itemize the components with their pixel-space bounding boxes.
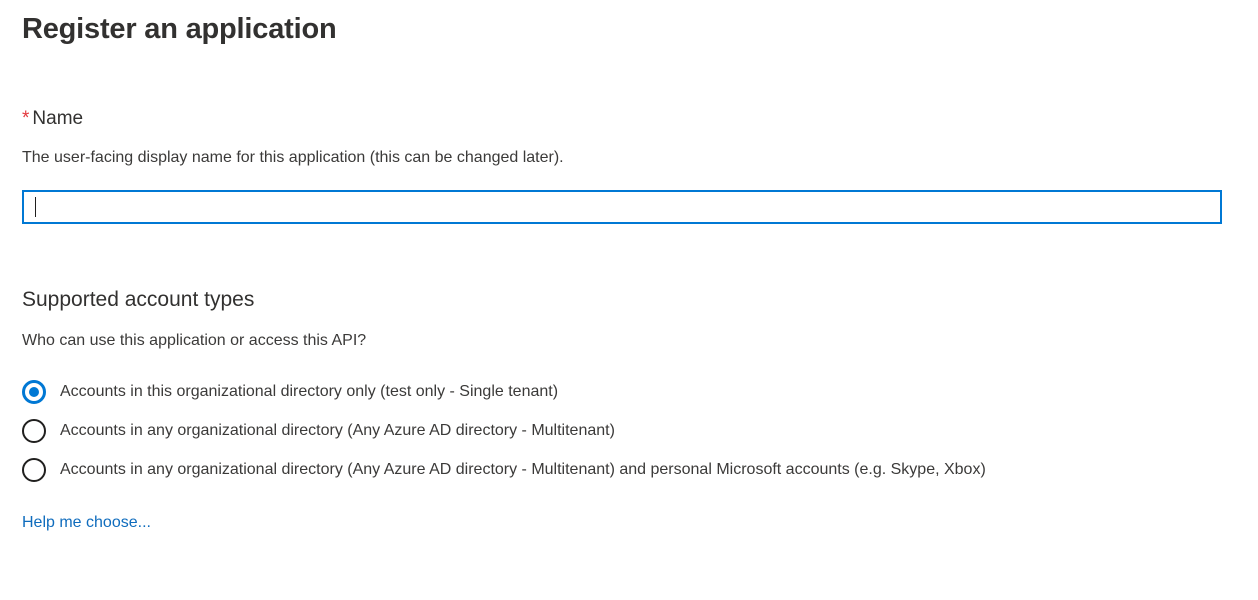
name-label-text: Name xyxy=(32,108,84,129)
required-asterisk-icon: * xyxy=(22,108,30,129)
radio-option-multitenant-and-personal[interactable]: Accounts in any organizational directory… xyxy=(22,450,1236,489)
radio-option-label: Accounts in any organizational directory… xyxy=(60,422,615,439)
name-input[interactable] xyxy=(24,192,1220,222)
name-field-label: *Name xyxy=(22,107,1236,131)
supported-account-types-subtext: Who can use this application or access t… xyxy=(22,332,367,349)
radio-unselected-icon[interactable] xyxy=(22,418,46,443)
radio-option-multitenant[interactable]: Accounts in any organizational directory… xyxy=(22,411,1236,450)
text-caret xyxy=(35,197,36,217)
page-title: Register an application xyxy=(22,13,337,45)
name-field-block: *Name The user-facing display name for t… xyxy=(22,107,1236,224)
name-input-container[interactable] xyxy=(22,190,1222,224)
radio-option-single-tenant[interactable]: Accounts in this organizational director… xyxy=(22,372,1236,411)
name-field-description: The user-facing display name for this ap… xyxy=(22,149,564,166)
radio-selected-icon[interactable] xyxy=(22,379,46,404)
radio-option-label: Accounts in this organizational director… xyxy=(60,383,559,400)
account-type-radio-group: Accounts in this organizational director… xyxy=(22,372,1236,489)
supported-account-types-heading: Supported account types xyxy=(22,288,255,311)
supported-account-types-section: Supported account types Who can use this… xyxy=(22,286,1236,533)
radio-option-label: Accounts in any organizational directory… xyxy=(60,461,986,478)
help-me-choose-link[interactable]: Help me choose... xyxy=(22,514,151,531)
radio-unselected-icon[interactable] xyxy=(22,457,46,482)
